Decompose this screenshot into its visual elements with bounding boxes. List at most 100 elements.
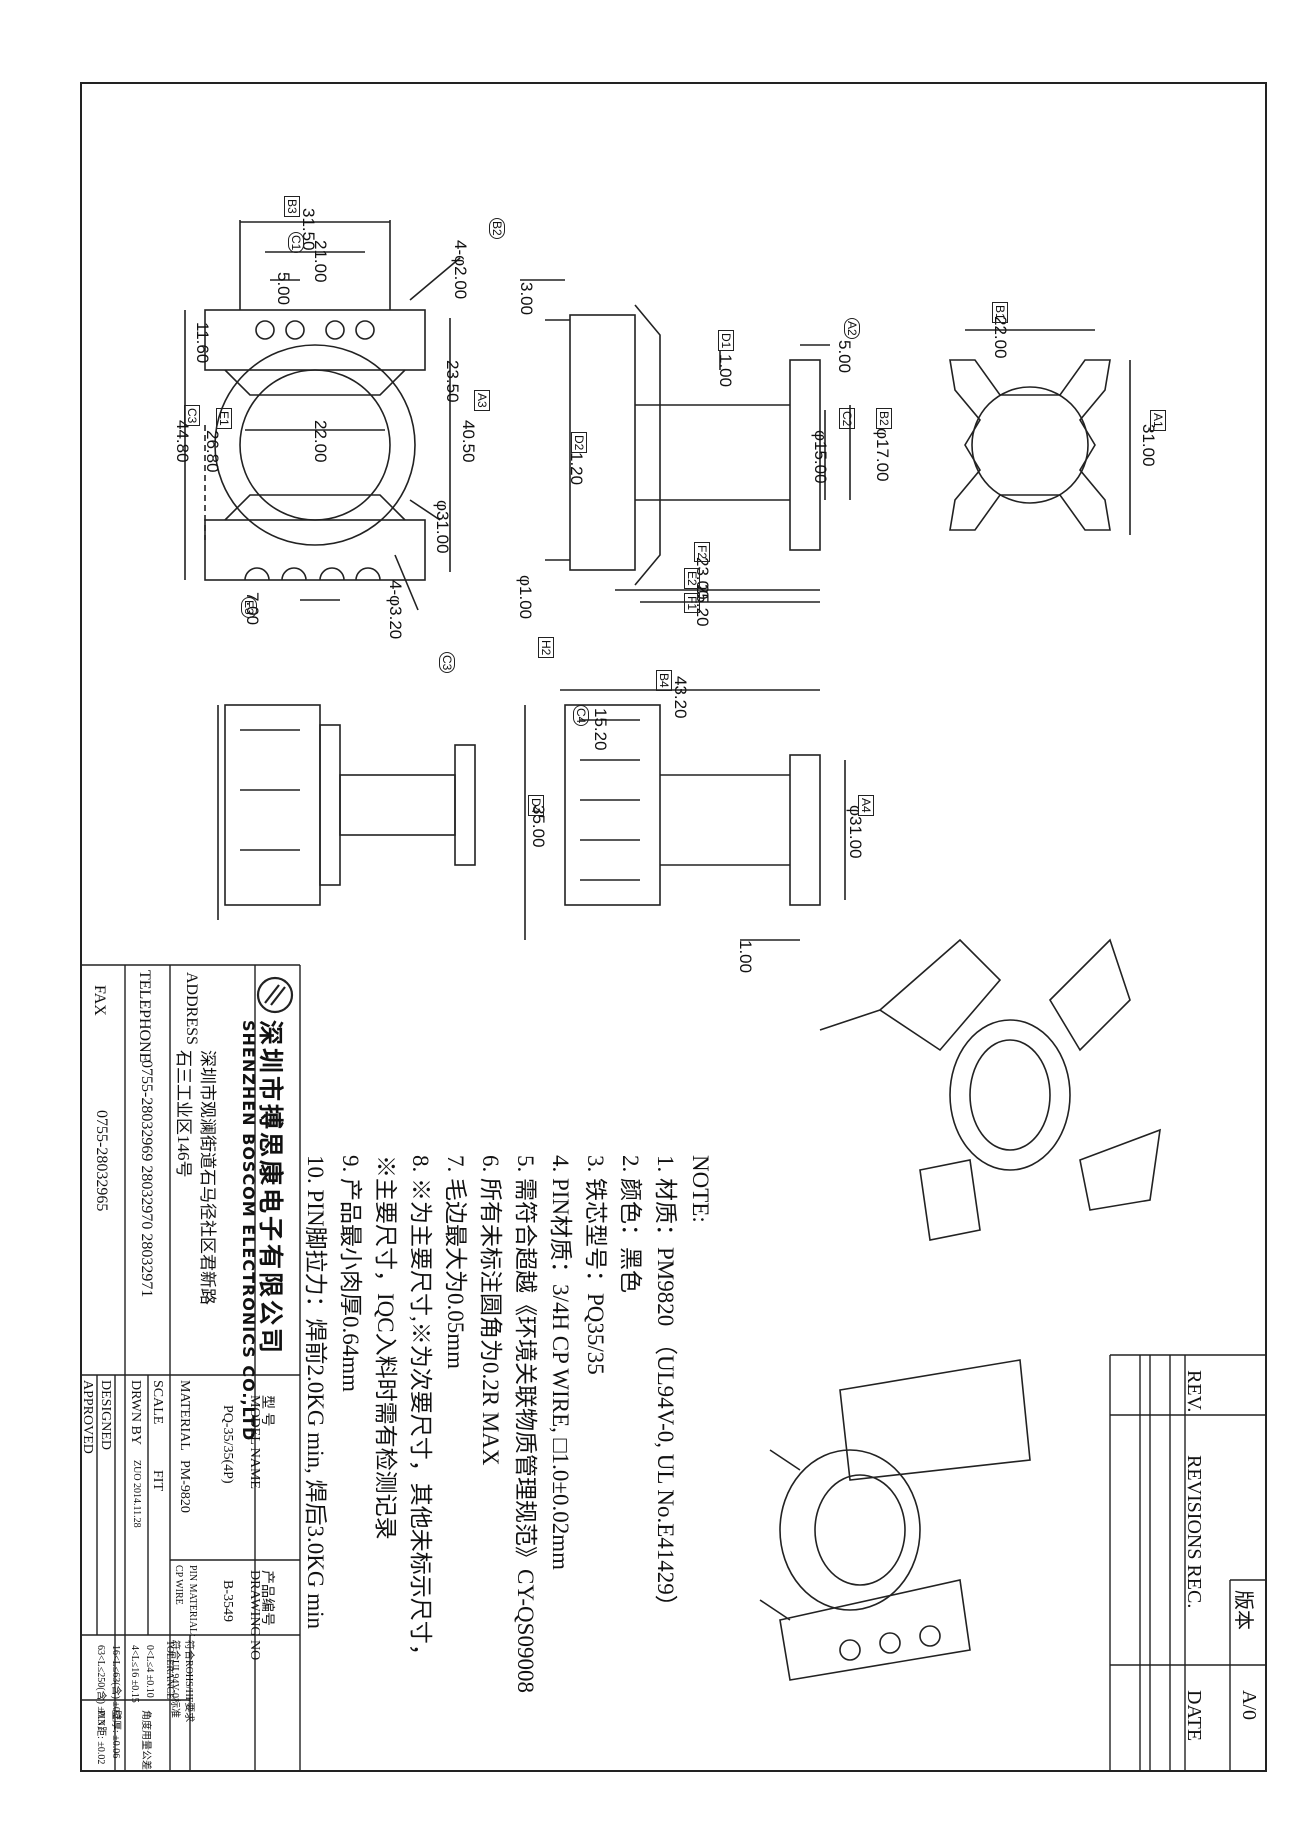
scale-value: FIT <box>150 1470 165 1491</box>
model-label: MODEL NAME <box>247 1395 262 1489</box>
telephone-value: 0755-28032969 28032970 28032971 <box>138 1060 155 1298</box>
dim-phi17: φ17.00 <box>873 428 892 482</box>
tag-a1: A1 <box>1150 410 1166 431</box>
tag-e2: E2 <box>684 568 700 589</box>
company-name-cn: 深圳市搏思康电子有限公司 <box>256 1020 285 1357</box>
tag-c2: C2 <box>839 408 855 430</box>
tag-c3: C3 <box>184 405 200 427</box>
version-label: 版本 <box>1232 1590 1254 1630</box>
note-3: 3. 铁芯型号：PQ35/35 <box>583 1155 608 1375</box>
rev-label: REV. <box>1183 1370 1205 1413</box>
tag-d1: D1 <box>718 330 734 352</box>
fax-label: FAX <box>91 985 108 1016</box>
tag-d2: D2 <box>571 432 587 454</box>
note-1: 1. 材质：PM9820 （UL94V-0, UL No.E41429） <box>653 1155 678 1618</box>
tag-a2: A2 <box>844 318 860 339</box>
bottom-view-left <box>217 704 476 920</box>
address-label: ADDRESS <box>183 972 200 1045</box>
tolerance-2: 4<L≤16 ±0.15 <box>129 1645 140 1703</box>
notes-block: NOTE: 1. 材质：PM9820 （UL94V-0, UL No.E4142… <box>292 1155 713 1693</box>
tolerance-3: 16<L≤63(含) ±0.2 <box>110 1645 121 1720</box>
approved-label: APPROVED <box>80 1380 95 1454</box>
address-line-2: 石三工业区146号 <box>174 1050 193 1178</box>
dim-22-00: 22.00 <box>311 420 330 463</box>
note-5: 5. 需符合超越《环境关联物质管理规范》CY-QS09008 <box>513 1155 538 1693</box>
tolerance-1: 0<L≤4 ±0.10 <box>144 1645 155 1698</box>
tag-d4: D4 <box>528 795 544 817</box>
tag-c1: C1 <box>288 232 304 254</box>
dim-44-80: 44.80 <box>173 420 192 463</box>
rohs-note: 符合ROHS/HF要求 <box>183 1640 194 1723</box>
dim-3-00: 3.00 <box>517 282 536 316</box>
dim-26-80: 26.80 <box>203 430 222 473</box>
note-8: 8. ※为主要尺寸,※为次要尺寸，其他未标示尺寸， <box>408 1155 433 1667</box>
dim-15-20: 15.20 <box>591 708 610 751</box>
company-name-en: SHENZHEN BOSCOM ELECTRONICS CO.,LTD <box>239 1020 258 1442</box>
dim-11-60: 11.60 <box>193 322 212 364</box>
dim-43-20: 43.20 <box>671 676 690 719</box>
company-logo-icon <box>256 976 294 1014</box>
material-label: MATERIAL <box>177 1380 192 1451</box>
note-9: 9. 产品最小肉厚0.64mm <box>338 1155 363 1393</box>
dim-1-00-side: 1.00 <box>716 354 735 388</box>
tag-b1: B1 <box>992 302 1008 323</box>
end-view <box>949 329 1131 535</box>
tag-h2: H2 <box>538 637 554 659</box>
scale-label: SCALE <box>150 1380 165 1425</box>
note-10: 10. PIN脚拉力：焊前2.0KG min, 焊后3.0KG min <box>303 1155 328 1630</box>
dim-40-50: 40.50 <box>459 420 478 463</box>
drawing-label: DRAWING NO <box>247 1570 262 1661</box>
title-block-grid <box>80 964 301 1772</box>
tag-e1: E1 <box>216 408 232 429</box>
telephone-label: TELEPHONE <box>136 970 153 1063</box>
pin-material-label: PIN MATERIAL: <box>187 1565 198 1637</box>
material-value: PM-9820 <box>177 1460 192 1513</box>
tag-a4: A4 <box>858 795 874 816</box>
dim-1-00-lower: 1.00 <box>736 940 755 974</box>
tag-b3: B3 <box>284 196 300 217</box>
revisions-rec-label: REVISIONS REC. <box>1183 1455 1205 1609</box>
notes-heading: NOTE: <box>688 1155 713 1223</box>
dim-4-phi2: 4-φ2.00 <box>451 240 470 300</box>
drwn-by-value: ZUO 2014.11.28 <box>131 1460 142 1528</box>
note-2: 2. 颜色：黑色 <box>618 1155 643 1293</box>
tag-b2-side: B2 <box>876 408 892 429</box>
fax-value: 0755-28032965 <box>93 1110 110 1212</box>
tag-b2: B2 <box>489 218 505 239</box>
dim-phi15: φ15.00 <box>811 430 830 484</box>
tag-c4: C4 <box>573 705 589 727</box>
tag-f2: F2 <box>694 542 710 563</box>
bottom-view-right <box>524 689 846 941</box>
front-view <box>184 220 461 611</box>
dim-phi31: φ31.00 <box>433 500 452 554</box>
tag-f1: F1 <box>684 593 700 614</box>
dim-4-phi3-2: 4-φ3.20 <box>386 580 405 640</box>
tolerance-5: 角度用量公差 <box>140 1710 151 1770</box>
tag-a3: A3 <box>474 390 490 411</box>
address-line-1: 深圳市观澜街道石马径社区君新路 <box>198 1050 217 1305</box>
date-label: DATE <box>1183 1690 1205 1742</box>
pin-material-value: CP WIRE <box>173 1565 184 1605</box>
isometric-view-lower <box>759 1359 1031 1681</box>
dim-5-00-side: 5.00 <box>835 340 854 374</box>
side-view <box>520 279 851 603</box>
version-value: A/0 <box>1238 1690 1260 1720</box>
revision-block-grid <box>1109 1354 1267 1772</box>
isometric-view-upper <box>819 938 1161 1241</box>
tag-e3: E3 <box>241 597 257 618</box>
designed-label: DESIGNED <box>98 1380 113 1450</box>
border-frame <box>80 82 1267 1772</box>
note-8b: ※主要尺寸，IQC入料时需有检测记录 <box>373 1155 398 1540</box>
drawing-value: B-3549 <box>220 1580 235 1622</box>
tag-c3-circle: C3 <box>439 652 455 674</box>
tag-b4: B4 <box>656 670 672 691</box>
dim-5-00: 5.00 <box>274 272 293 306</box>
tolerance-label: TOLERANCE <box>164 1640 175 1700</box>
note-6: 6. 所有未标注圆角为0.2R MAX <box>478 1155 503 1466</box>
tolerance-7: PIN距: ±0.02 <box>95 1710 106 1765</box>
dim-23-50: 23.50 <box>443 360 462 403</box>
tolerance-6: 壁厚: ±0.06 <box>110 1710 121 1759</box>
note-7: 7. 毛边最大为0.05mm <box>443 1155 468 1370</box>
